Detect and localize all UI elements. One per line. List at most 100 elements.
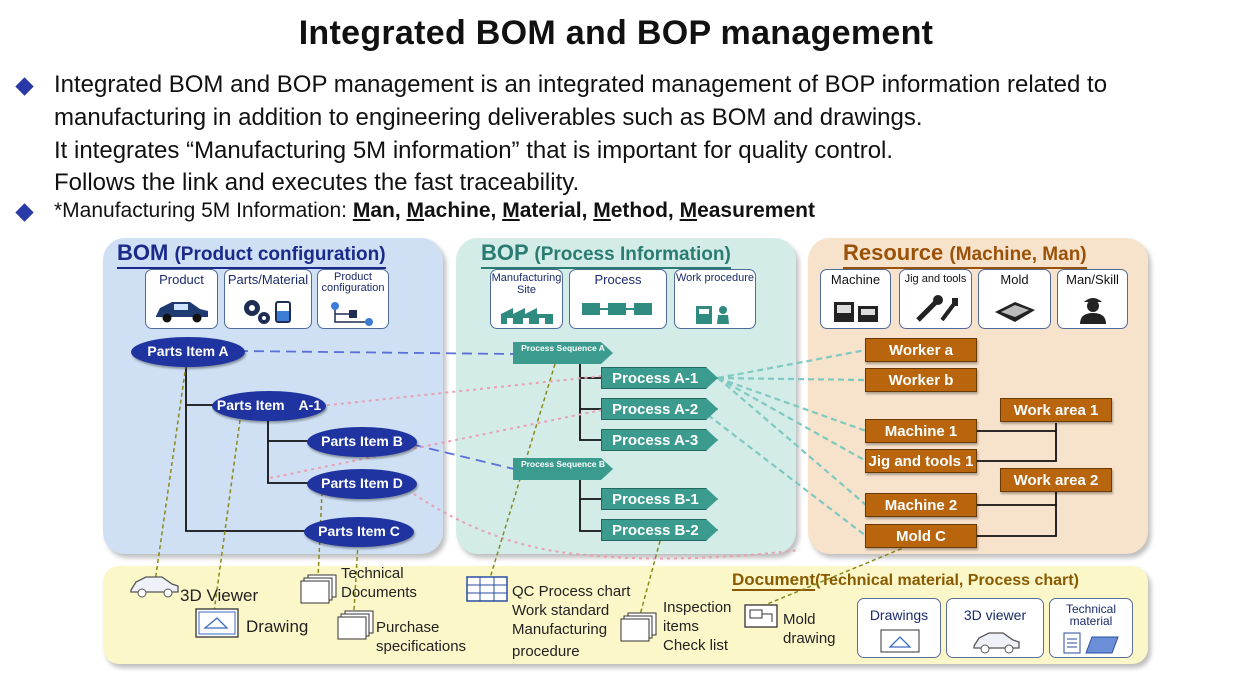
work-procedure-icon-box: Work procedure xyxy=(674,269,756,329)
fivem-prefix: *Manufacturing 5M Information: xyxy=(54,199,353,222)
bom-node-parts-item-b[interactable]: Parts Item B xyxy=(307,427,417,457)
resource-work-area-2[interactable]: Work area 2 xyxy=(1000,468,1112,492)
process-flow-icon xyxy=(582,303,652,315)
doc-3d-viewer[interactable]: 3D Viewer xyxy=(180,586,259,605)
car-icon xyxy=(155,302,208,323)
wrench-screwdriver-icon xyxy=(915,295,958,322)
3d-viewer-label: 3D viewer xyxy=(963,607,1027,623)
drawing-icon xyxy=(195,608,239,638)
fivem-line: *Manufacturing 5M Information: Man, Mach… xyxy=(54,199,815,223)
bop-title-main: BOP xyxy=(481,240,529,265)
resource-title-sub: (Machine, Man) xyxy=(949,244,1087,265)
fivem-initial: M xyxy=(502,199,520,222)
bom-title-sub: (Product configuration) xyxy=(174,244,386,265)
machine-label: Machine xyxy=(830,272,881,287)
resource-mold-c[interactable]: Mold C xyxy=(865,524,977,548)
spreadsheet-icon xyxy=(466,576,508,602)
bom-title: BOM (Product configuration) xyxy=(117,241,386,269)
doc-work-standard[interactable]: Work standard xyxy=(512,602,610,619)
technical-material-box[interactable]: Technical material xyxy=(1049,598,1133,658)
doc-drawing-mold[interactable]: drawing xyxy=(783,630,836,647)
page-title: Integrated BOM and BOP management xyxy=(298,14,934,52)
man-skill-icon-box: Man/Skill xyxy=(1057,269,1128,329)
resource-title: Resource (Machine, Man) xyxy=(843,241,1087,269)
resource-title-main: Resource xyxy=(843,240,944,265)
bom-node-parts-item-a[interactable]: Parts Item A xyxy=(131,337,245,367)
machine-icon-box: Machine xyxy=(820,269,891,329)
documents-stack-icon xyxy=(337,610,374,640)
worker-person-icon xyxy=(1079,298,1106,324)
resource-machine-1[interactable]: Machine 1 xyxy=(865,419,977,443)
worker-at-machine-icon xyxy=(696,306,729,324)
resource-jig-and-tools-1[interactable]: Jig and tools 1 xyxy=(865,449,977,473)
doc-mold[interactable]: Mold xyxy=(783,611,816,628)
technical-material-label: Technical material xyxy=(1065,602,1117,628)
fivem-initial: M xyxy=(406,199,425,222)
documents-icon xyxy=(1063,632,1119,654)
product-label: Product xyxy=(159,272,204,287)
mold-icon xyxy=(994,302,1035,322)
jig-and-tools-icon-box: Jig and tools xyxy=(899,269,972,329)
product-configuration-icon-box: Product configuration xyxy=(317,269,389,329)
bom-title-main: BOM xyxy=(117,240,169,265)
fivem-initial: M xyxy=(352,199,371,222)
mold-drawing-icon xyxy=(744,604,778,628)
documents-stack-icon xyxy=(620,612,657,642)
documents-stack-icon xyxy=(300,574,337,604)
car-3d-icon xyxy=(130,576,179,598)
3d-viewer-box[interactable]: 3D viewer xyxy=(946,598,1044,658)
bullet-line-1: Integrated BOM and BOP management is an … xyxy=(54,71,1108,98)
doc-check-list[interactable]: Check list xyxy=(663,637,729,654)
product-icon-box: Product xyxy=(145,269,218,329)
doc-inspection[interactable]: Inspection xyxy=(663,599,732,616)
jig-and-tools-label: Jig and tools xyxy=(904,273,967,285)
man-skill-label: Man/Skill xyxy=(1066,272,1119,287)
bullet-line-4: Follows the link and executes the fast t… xyxy=(54,169,580,196)
document-title: Document(Technical material, Process cha… xyxy=(732,570,1079,591)
drawing-icon xyxy=(880,629,920,653)
fivem-rest: easurement xyxy=(697,199,815,222)
mold-label: Mold xyxy=(1000,272,1029,287)
fivem-items: Man, Machine, Material, Method, Measurem… xyxy=(353,199,815,222)
bom-node-parts-item-a-1[interactable]: Parts Item A-1 xyxy=(212,391,326,421)
fivem-rest: aterial, xyxy=(519,199,594,222)
resource-worker-a[interactable]: Worker a xyxy=(865,338,977,362)
resource-machine-2[interactable]: Machine 2 xyxy=(865,493,977,517)
resource-worker-b[interactable]: Worker b xyxy=(865,368,977,392)
process-b-2[interactable]: Process B-2 xyxy=(601,519,718,541)
drawings-label: Drawings xyxy=(869,607,929,623)
process-sequence-b[interactable]: Process Sequence B xyxy=(513,458,613,480)
process-a-1[interactable]: Process A-1 xyxy=(601,367,718,389)
fivem-initial: M xyxy=(593,199,611,222)
parts-material-icon-box: Parts/Material xyxy=(224,269,312,329)
process-a-2[interactable]: Process A-2 xyxy=(601,398,718,420)
doc-qc-process-chart[interactable]: QC Process chart xyxy=(512,583,631,600)
parts-material-label: Parts/Material xyxy=(227,272,309,287)
drawings-box[interactable]: Drawings xyxy=(857,598,941,658)
bom-node-parts-item-c[interactable]: Parts Item C xyxy=(304,517,414,547)
document-title-sub: (Technical material, Process chart) xyxy=(815,572,1079,589)
fivem-rest: an, xyxy=(370,199,407,222)
doc-purchase-specifications[interactable]: Purchase specifications xyxy=(376,619,467,655)
doc-items[interactable]: items xyxy=(663,618,699,635)
process-a-3[interactable]: Process A-3 xyxy=(601,429,718,451)
bom-node-parts-item-d[interactable]: Parts Item D xyxy=(307,469,417,499)
process-b-1[interactable]: Process B-1 xyxy=(601,488,718,510)
resource-work-area-1[interactable]: Work area 1 xyxy=(1000,398,1112,422)
doc-drawing[interactable]: Drawing xyxy=(246,617,309,636)
bop-title-sub: (Process Information) xyxy=(534,244,731,265)
process-label: Process xyxy=(594,272,642,287)
factory-icon xyxy=(500,308,553,324)
doc-manufacturing[interactable]: Manufacturing xyxy=(512,621,608,638)
tree-structure-icon xyxy=(331,302,373,326)
car-3d-icon xyxy=(973,632,1020,654)
process-sequence-a[interactable]: Process Sequence A xyxy=(513,342,613,364)
manufacturing-site-label: Manufacturing Site xyxy=(491,272,562,296)
process-icon-box: Process xyxy=(569,269,667,329)
mold-icon-box: Mold xyxy=(978,269,1051,329)
bop-title: BOP (Process Information) xyxy=(481,241,731,269)
manufacturing-site-icon-box: Manufacturing Site xyxy=(490,269,563,329)
doc-procedure[interactable]: procedure xyxy=(512,643,580,660)
doc-technical-documents[interactable]: Technical Documents xyxy=(341,565,417,601)
